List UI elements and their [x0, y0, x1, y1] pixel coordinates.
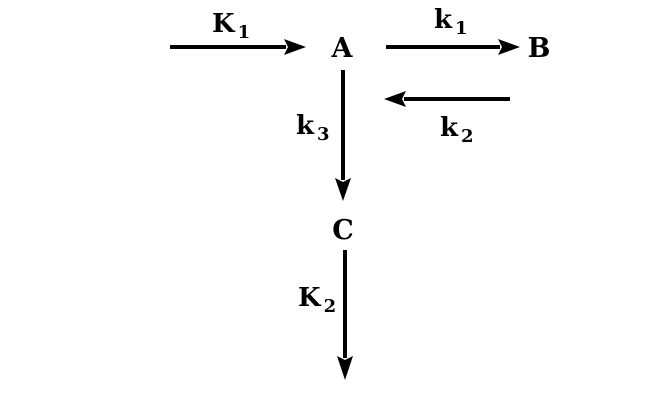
a-to-c-rate-symbol: k — [296, 111, 315, 141]
species-b-label: B — [528, 33, 551, 64]
a-to-c-arrow — [335, 70, 351, 201]
species-c-label: C — [332, 215, 354, 246]
c-output-arrow — [337, 250, 353, 380]
input-rate-symbol: K — [212, 9, 236, 39]
a-to-c-rate-subscript: 3 — [317, 124, 330, 145]
a-to-b-rate-subscript: 1 — [455, 18, 468, 39]
b-to-a-rate-symbol: k — [440, 113, 459, 143]
input-arrow — [170, 39, 306, 55]
c-output-rate-symbol: K — [298, 283, 322, 313]
species-a-label: A — [331, 33, 354, 64]
a-to-b-rate-symbol: k — [434, 5, 453, 35]
c-output-rate-subscript: 2 — [324, 296, 337, 317]
a-to-b-arrow — [386, 39, 520, 55]
b-to-a-rate-subscript: 2 — [461, 126, 474, 147]
b-to-a-arrow — [384, 91, 510, 107]
input-rate-subscript: 1 — [238, 22, 251, 43]
